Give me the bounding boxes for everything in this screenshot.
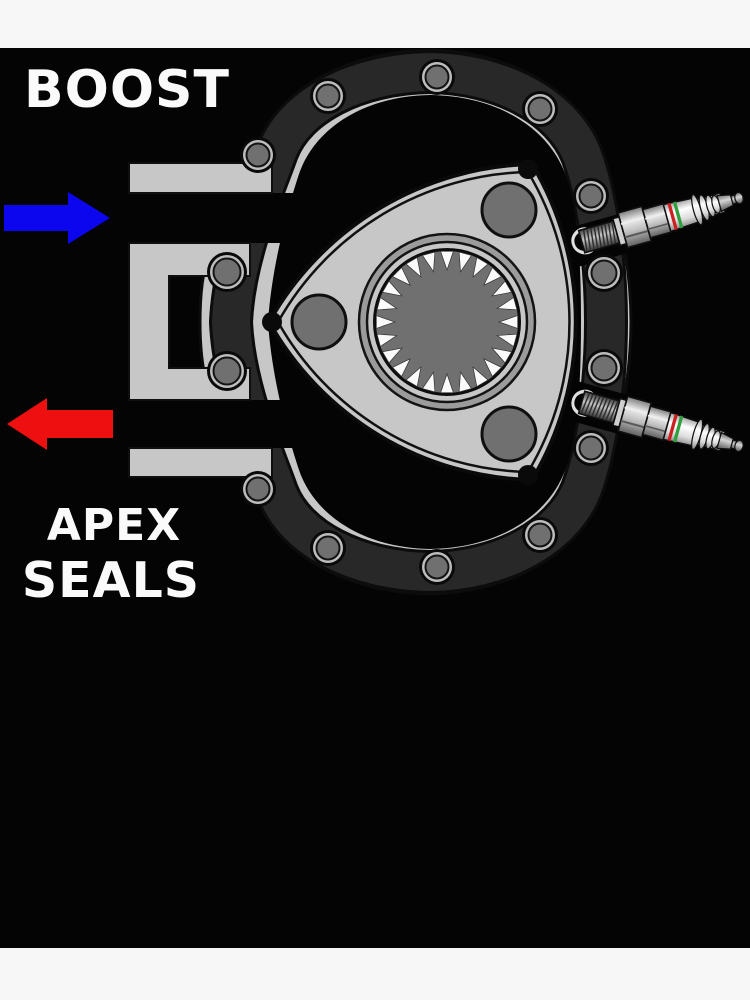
port-bracket	[128, 242, 251, 401]
bottom-matte	[0, 948, 750, 1000]
bolt-head	[245, 142, 271, 168]
top-matte	[0, 0, 750, 48]
exhaust-port-channel	[92, 400, 297, 448]
gear-tooth	[405, 256, 422, 278]
bolt-head	[527, 522, 553, 548]
gear-tooth	[376, 333, 398, 348]
boost-arrow-icon	[4, 192, 110, 244]
gear-tooth	[391, 358, 411, 378]
bolt-head	[578, 183, 604, 209]
bolt-head	[315, 535, 341, 561]
gear-tooth	[483, 358, 503, 378]
apex-seals-label-line2: SEALS	[22, 552, 200, 609]
gear-tooth	[381, 280, 403, 297]
housing-bolts	[207, 59, 623, 585]
gear-tooth	[491, 347, 513, 364]
gear-teeth	[375, 250, 519, 394]
gear-tooth	[497, 315, 519, 329]
apex-seals-label-line1: APEX	[47, 500, 181, 551]
apex-seal-left	[262, 312, 282, 332]
bolt-head	[424, 554, 450, 580]
bolt-head	[578, 435, 604, 461]
apex-seal-bottom-right	[518, 465, 538, 485]
gear-tooth	[376, 296, 398, 311]
rotor	[262, 159, 578, 485]
gear-tooth	[496, 296, 518, 311]
exhaust-runner-bottom	[128, 447, 273, 478]
gear-tooth	[421, 371, 436, 393]
gear-tooth	[472, 366, 489, 388]
rotor-pocket	[480, 181, 538, 239]
exhaust-arrow-icon	[7, 398, 113, 450]
gear-tooth	[458, 371, 473, 393]
gear-tooth	[483, 266, 503, 286]
apex-seal-top-right	[518, 159, 538, 179]
gear-tooth	[491, 280, 513, 297]
rotor-seal-groove	[276, 170, 571, 474]
gear-tooth	[440, 372, 454, 394]
bolt-head	[527, 96, 553, 122]
bolt-head	[315, 83, 341, 109]
gear-tooth	[496, 333, 518, 348]
gear-tooth	[421, 251, 436, 273]
bolt-head	[590, 259, 618, 287]
gear-tooth	[472, 256, 489, 278]
rotor-pocket	[480, 405, 538, 463]
bolt-head	[212, 356, 242, 386]
gear-tooth	[440, 250, 454, 272]
bolt-head	[212, 257, 242, 287]
bolt-head	[590, 354, 618, 382]
gear-tooth	[375, 315, 397, 329]
intake-port-channel	[92, 193, 297, 243]
gear-tooth	[381, 347, 403, 364]
stationary-gear	[373, 248, 521, 396]
gear-tooth	[391, 266, 411, 286]
bolt-head	[245, 476, 271, 502]
gear-tooth	[405, 366, 422, 388]
rotor-pocket	[290, 293, 348, 351]
gear-tooth	[458, 251, 473, 273]
bolt-head	[424, 64, 450, 90]
boost-label: BOOST	[24, 60, 230, 120]
